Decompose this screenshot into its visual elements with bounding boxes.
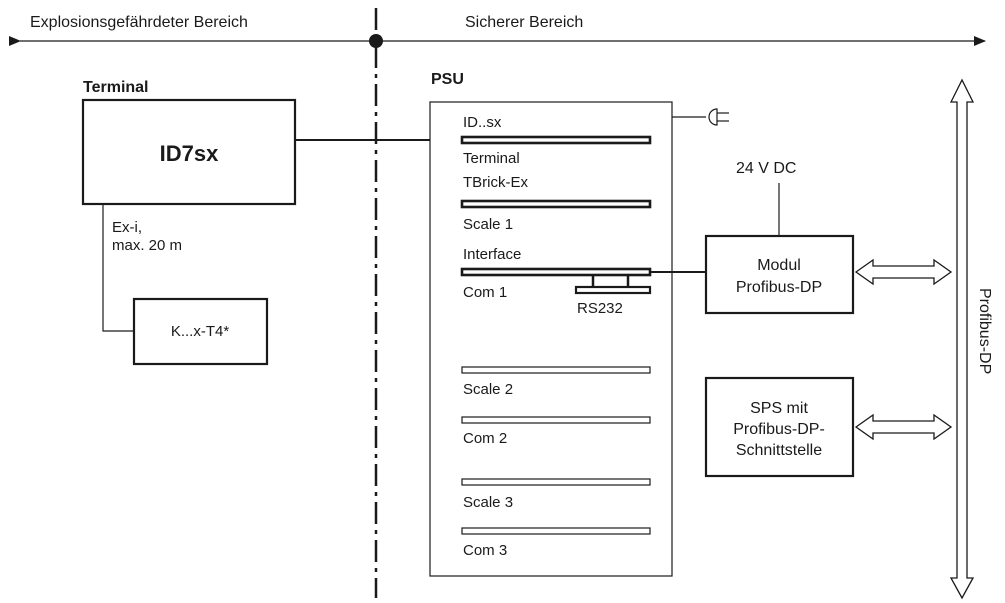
slot-6-card (461, 478, 651, 486)
boundary-dot (369, 34, 383, 48)
sensor-box (132, 297, 269, 366)
sps-label-line2: Profibus-DP- (733, 421, 825, 438)
slot-3-card (460, 267, 652, 277)
terminal-device-label: ID7sx (160, 141, 219, 166)
profibus-bus-label: Profibus-DP (976, 288, 993, 374)
slot-4-card (461, 366, 651, 374)
slot-5-card (461, 416, 651, 424)
plug-icon (708, 108, 718, 126)
slot-6-bottom-label: Scale 3 (463, 494, 513, 511)
sps-box (704, 376, 855, 478)
slot-1-top-label: ID..sx (463, 114, 502, 131)
sps-bus-arrow (854, 413, 953, 441)
psu-heading: PSU (431, 71, 464, 88)
slot-3-bottom-label: Com 1 (463, 284, 507, 301)
modul-label-line1: Modul (757, 257, 801, 274)
slot-4-bottom-label: Scale 2 (463, 381, 513, 398)
slot-2-card (460, 199, 652, 209)
rs232-connector (574, 285, 652, 295)
modul-bus-arrow (854, 258, 953, 286)
slot-7-card (461, 527, 651, 535)
psu-box (429, 101, 673, 577)
cable-label-line1: Ex-i, (112, 219, 142, 236)
sensor-cable (102, 204, 134, 332)
cable-label-line2: max. 20 m (112, 237, 182, 254)
rs232-label: RS232 (577, 300, 623, 317)
power-label: 24 V DC (736, 160, 796, 177)
slot-2-bottom-label: Scale 1 (463, 216, 513, 233)
modul-box (704, 234, 855, 315)
slot-1-card (460, 135, 652, 145)
slot-2-top-label: TBrick-Ex (463, 174, 528, 191)
slot-1-bottom-label: Terminal (463, 150, 520, 167)
terminal-heading: Terminal (83, 79, 149, 96)
slot-5-bottom-label: Com 2 (463, 430, 507, 447)
slot-7-bottom-label: Com 3 (463, 542, 507, 559)
profibus-bus-arrow (949, 78, 975, 600)
hazardous-area-label: Explosionsgefährdeter Bereich (30, 14, 248, 31)
modul-label-line2: Profibus-DP (736, 279, 822, 296)
sps-label-line1: SPS mit (750, 400, 808, 417)
sps-label-line3: Schnittstelle (736, 442, 822, 459)
terminal-box (81, 98, 297, 206)
sensor-label: K...x-T4* (171, 323, 230, 340)
safe-area-label: Sicherer Bereich (465, 14, 583, 31)
slot-3-top-label: Interface (463, 246, 521, 263)
